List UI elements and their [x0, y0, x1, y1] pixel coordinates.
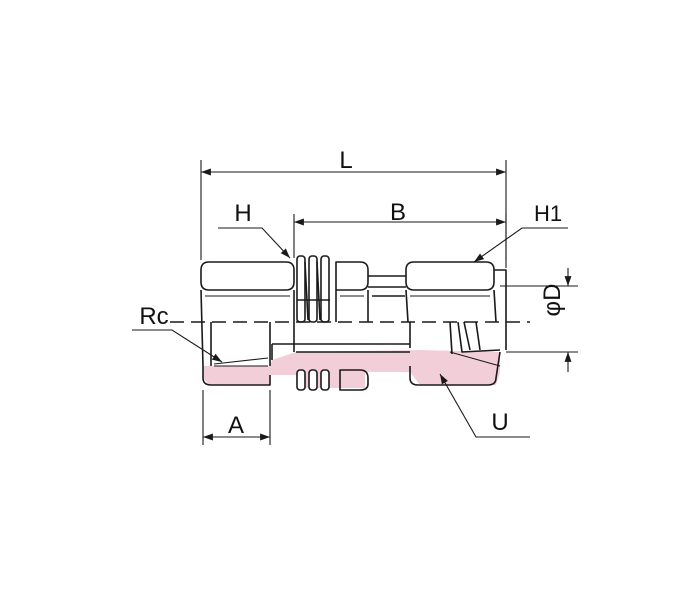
tube — [271, 343, 410, 360]
dimension-A: A — [202, 390, 271, 445]
dimension-B: B — [293, 199, 507, 260]
leader-U: U — [439, 373, 530, 438]
leader-Rc: Rc — [132, 303, 223, 363]
label-B: B — [390, 199, 406, 226]
label-U: U — [491, 409, 508, 436]
center-hex — [335, 261, 406, 391]
label-A: A — [228, 412, 244, 439]
leader-H1: H1 — [473, 201, 568, 263]
dimension-L: L — [200, 147, 507, 268]
left-nut-section — [203, 350, 500, 388]
label-L: L — [339, 147, 352, 174]
section-fill — [203, 350, 500, 388]
label-phiD: φD — [539, 284, 566, 317]
left-nut — [200, 261, 295, 386]
body-ribs — [296, 255, 330, 391]
leader-H: H — [218, 200, 291, 259]
label-Rc: Rc — [139, 303, 168, 330]
dimension-phiD: φD — [500, 268, 578, 372]
label-H: H — [234, 200, 251, 227]
label-H1: H1 — [534, 201, 562, 226]
